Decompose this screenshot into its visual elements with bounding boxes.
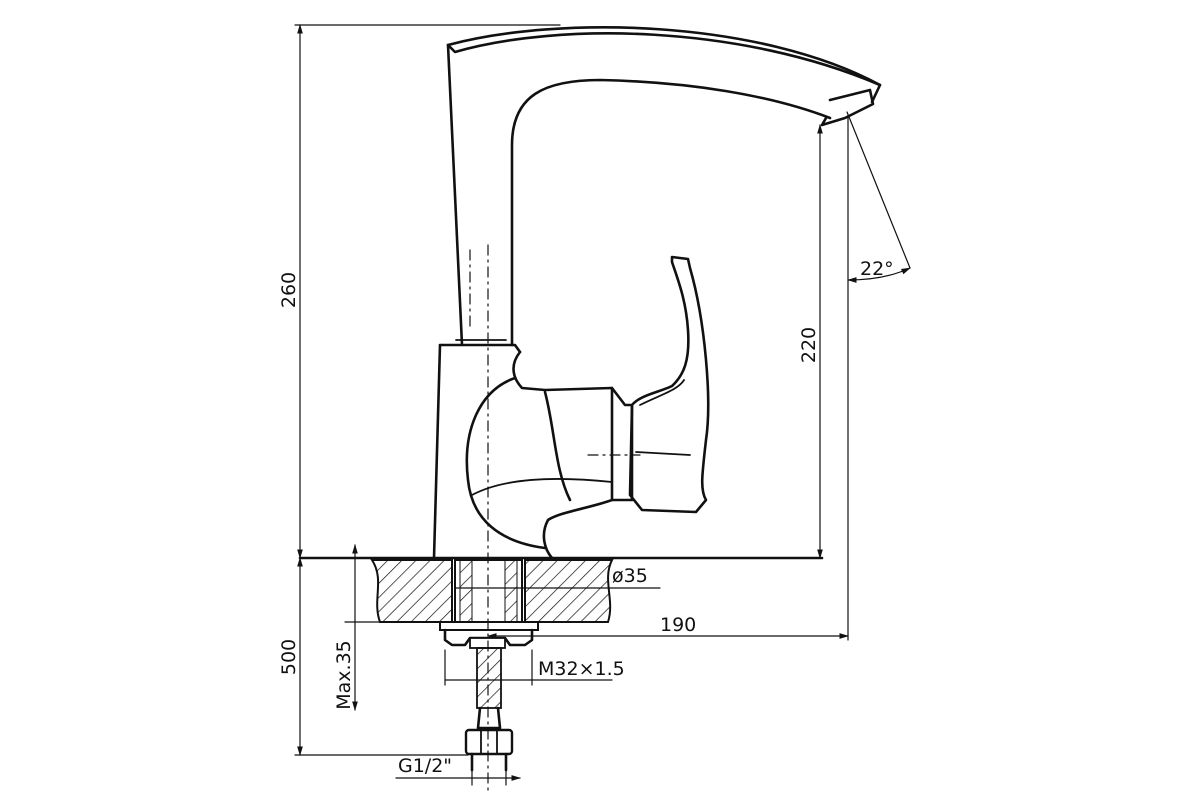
riser-collar — [438, 343, 522, 354]
spout-inner-edge — [510, 78, 832, 347]
countertop-right — [524, 559, 614, 623]
hose-nut — [464, 728, 514, 756]
countertop-left — [370, 559, 453, 623]
hose-length-label: 500 — [278, 639, 300, 675]
spout-reach-label: 190 — [660, 614, 696, 636]
dimension-lines — [294, 24, 911, 786]
faucet-outline — [298, 26, 882, 560]
supply-hose — [464, 647, 514, 772]
connection-label: G1/2" — [398, 755, 452, 777]
center-lines — [469, 244, 641, 791]
spout-angle-label: 22° — [860, 258, 894, 280]
handle-lever — [628, 255, 710, 514]
body-bowl — [465, 376, 547, 550]
base-diameter-label: ø35 — [612, 565, 648, 587]
dimension-labels: 260 220 22° ø35 190 M32×1.5 Max.35 500 G… — [278, 258, 894, 777]
thread-label: M32×1.5 — [538, 658, 625, 680]
spout-top — [446, 26, 882, 87]
body-curve — [512, 350, 614, 560]
spout-height-label: 220 — [798, 327, 820, 363]
mounting-washer — [439, 621, 539, 631]
max-thickness-label: Max.35 — [333, 640, 355, 710]
body-left — [432, 343, 442, 560]
cartridge-housing — [543, 390, 572, 502]
spout-riser — [446, 43, 464, 347]
hose-braid — [476, 647, 502, 709]
spout-outer-edge — [446, 32, 882, 104]
spout-aerator — [820, 88, 875, 127]
countertop-section — [370, 559, 614, 649]
total-height-label: 260 — [278, 272, 300, 308]
